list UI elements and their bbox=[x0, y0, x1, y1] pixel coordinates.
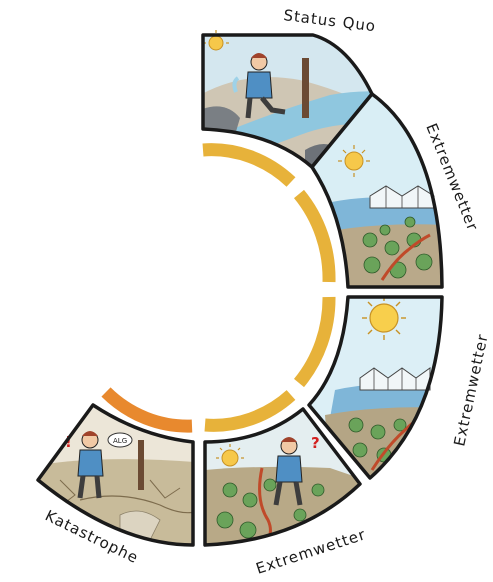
ring-segment-3 bbox=[293, 296, 336, 388]
ring-segment-2 bbox=[293, 189, 336, 283]
alert-mark-2: ! bbox=[65, 433, 72, 451]
sun-icon bbox=[362, 296, 406, 340]
farmer-figure bbox=[77, 431, 104, 499]
speech-bubble-text: ALG bbox=[113, 437, 127, 445]
label-status-quo: Status Quo bbox=[283, 6, 378, 35]
greenhouse-icon bbox=[369, 185, 435, 209]
ring-segment-1 bbox=[202, 143, 296, 187]
progress-ring bbox=[101, 143, 336, 433]
farmer-figure bbox=[273, 437, 303, 506]
sun-icon bbox=[338, 145, 370, 177]
sun-icon bbox=[216, 444, 244, 467]
alert-mark: ? bbox=[311, 434, 320, 452]
ring-segment-5 bbox=[101, 387, 193, 433]
speech-bubble: ALG bbox=[107, 432, 133, 448]
ring-segment-4 bbox=[204, 390, 296, 432]
farmer-figure bbox=[232, 53, 286, 119]
label-extremwetter-2: Extremwetter bbox=[450, 332, 491, 448]
